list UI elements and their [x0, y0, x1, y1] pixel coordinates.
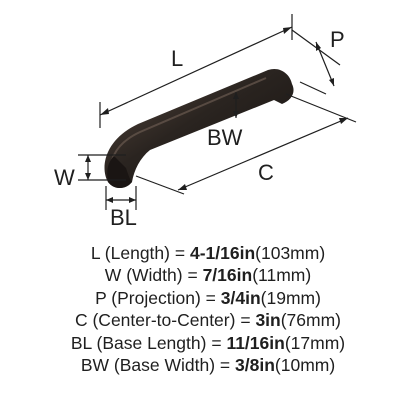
spec-value: 3/4in — [220, 287, 261, 308]
spec-row-projection: P (Projection) = 3/4in(19mm) — [0, 287, 416, 309]
spec-row-base-width: BW (Base Width) = 3/8in(10mm) — [0, 354, 416, 376]
spec-abbr: BL — [70, 332, 92, 353]
spec-name: (Width) — [126, 265, 183, 286]
spec-equals: = — [219, 354, 231, 375]
spec-row-length: L (Length) = 4-1/16in(103mm) — [0, 242, 416, 264]
spec-equals: = — [187, 265, 198, 286]
spec-row-center-to-center: C (Center-to-Center) = 3in(76mm) — [0, 309, 416, 331]
spec-value: 7/16in — [202, 265, 253, 286]
spec-name: (Base Length) — [96, 332, 207, 353]
dim-label-bl: BL — [110, 205, 137, 230]
spec-abbr: C — [74, 310, 88, 331]
spec-name: (Base Width) — [113, 354, 216, 375]
spec-value: 11/16in — [226, 332, 285, 353]
spec-row-base-length: BL (Base Length) = 11/16in(17mm) — [0, 332, 416, 354]
spec-metric: (103mm) — [255, 243, 326, 263]
dim-label-p: P — [330, 27, 345, 52]
spec-value: 3in — [255, 310, 281, 331]
dim-label-c: C — [258, 160, 274, 185]
spec-name: (Center-to-Center) — [92, 310, 236, 331]
dim-label-l: L — [171, 46, 183, 71]
dimension-specs-list: L (Length) = 4-1/16in(103mm) W (Width) =… — [0, 242, 416, 376]
spec-value: 4-1/16in — [189, 243, 256, 263]
dim-label-w: W — [54, 165, 75, 190]
spec-equals: = — [205, 287, 216, 308]
spec-metric: (11mm) — [252, 265, 312, 286]
spec-metric: (76mm) — [280, 310, 342, 331]
spec-metric: (19mm) — [260, 287, 321, 308]
spec-abbr: W — [104, 265, 122, 286]
spec-name: (Length) — [104, 243, 170, 263]
spec-name: (Projection) — [111, 287, 201, 308]
spec-equals: = — [211, 332, 222, 353]
spec-equals: = — [174, 243, 186, 263]
spec-row-width: W (Width) = 7/16in(11mm) — [0, 264, 416, 286]
spec-equals: = — [240, 310, 251, 331]
dim-label-bw: BW — [207, 125, 243, 150]
spec-abbr: L — [90, 243, 100, 263]
spec-value: 3/8in — [235, 354, 275, 375]
spec-metric: (17mm) — [284, 332, 346, 353]
spec-abbr: P — [95, 287, 107, 308]
spec-abbr: BW — [80, 354, 110, 375]
dimension-arrowheads — [85, 27, 348, 203]
spec-metric: (10mm) — [274, 354, 336, 375]
handle-dimension-diagram: L P W BW C BL — [54, 14, 357, 230]
